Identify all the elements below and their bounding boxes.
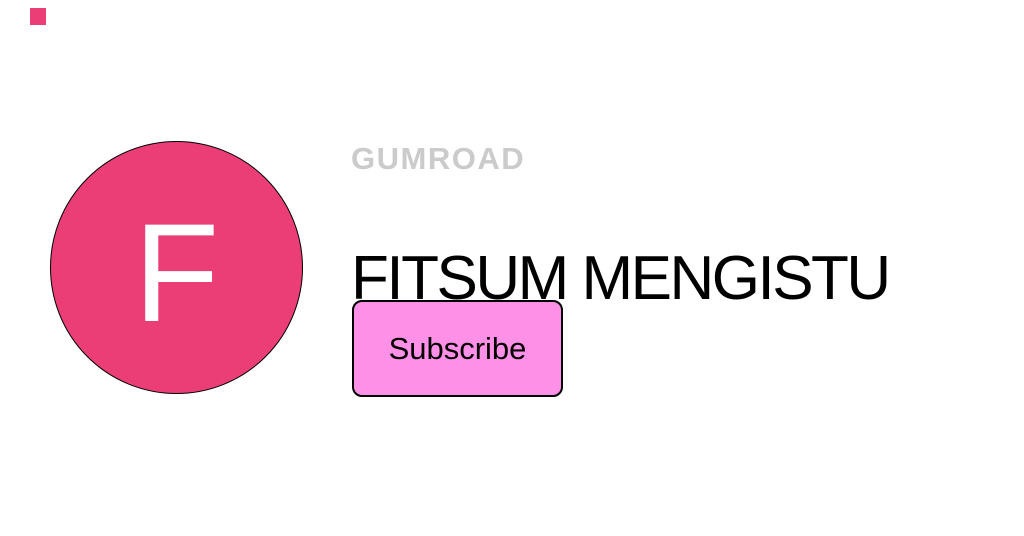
avatar-letter: F	[133, 193, 220, 351]
creator-avatar: F	[50, 141, 303, 394]
gumroad-logo-square[interactable]	[30, 8, 46, 25]
creator-name: FITSUM MENGISTU	[351, 243, 891, 313]
subscribe-button[interactable]: Subscribe	[352, 300, 563, 397]
gumroad-wordmark[interactable]: Gumroad	[351, 130, 526, 179]
